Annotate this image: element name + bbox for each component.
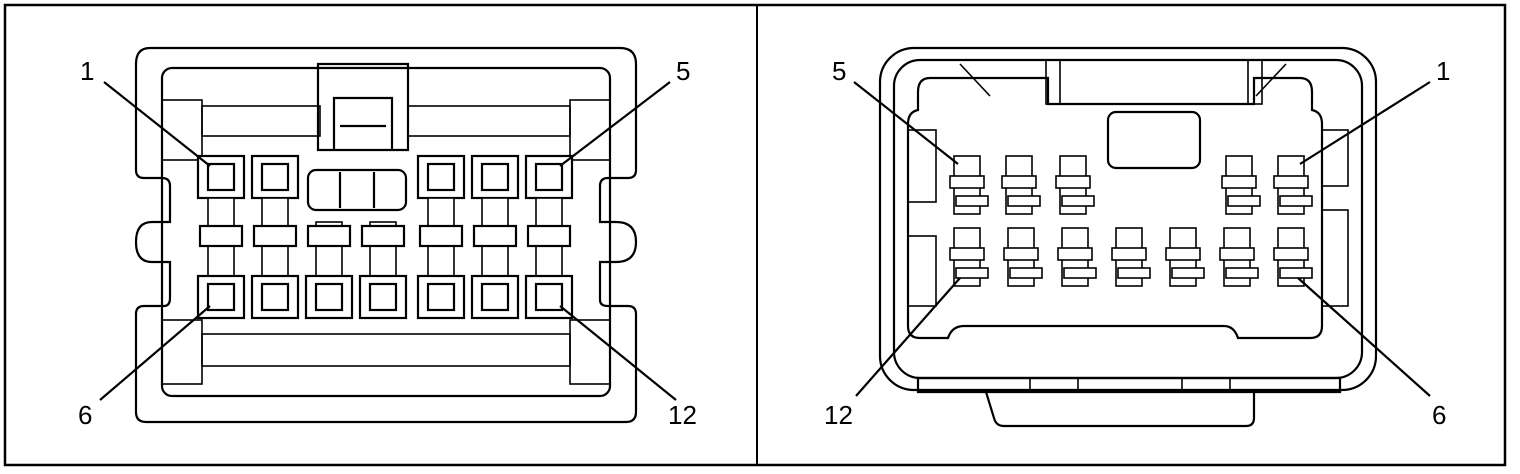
cavity-bottom [250,274,300,320]
rear-terminal-bottom [1219,227,1259,287]
rear-terminal-bottom [949,227,989,287]
pin-label-top-right: 5 [676,56,690,86]
cavity-bottom [358,274,408,320]
connector-face-view: 1 5 6 12 [78,46,697,430]
rear-terminal-top [1273,155,1313,215]
leader-line [559,305,677,401]
leader-line [99,305,211,401]
left-top-strip [201,105,321,137]
connector-rear-view: 5 1 12 6 [824,46,1450,430]
cavity-top [250,154,300,200]
pin-label-bottom-right: 6 [1432,400,1446,430]
leader-line [855,277,961,397]
cavity-top [416,154,466,200]
leader-line [559,81,671,167]
pin-label-bottom-right: 12 [668,400,697,430]
cavity-top [470,154,520,200]
leader-line [853,81,959,165]
leader-line [1299,81,1431,165]
left-top-latch [316,62,410,152]
rear-terminal-bottom [1003,227,1043,287]
right-side-notch [1321,129,1349,187]
cavity-bottom [304,274,354,320]
left-housing-outline [134,46,638,424]
right-side-notch [1321,209,1349,307]
cavity-bottom [470,274,520,320]
cavity-top [524,154,574,200]
leader-line [1297,277,1431,397]
cavity-bottom [416,274,466,320]
left-terminal-array [196,154,574,320]
left-top-strip [407,105,571,137]
pin-label-top-left: 1 [80,56,94,86]
right-side-notch [907,129,937,203]
left-center-key [306,168,408,212]
rear-terminal-bottom [1057,227,1097,287]
rear-terminal-bottom [1165,227,1205,287]
right-inner-cavity [906,76,1324,340]
pin-label-top-right: 1 [1436,56,1450,86]
left-inner-body [160,66,612,398]
left-side-rail [161,99,203,161]
right-center-key [1106,110,1202,170]
rear-terminal-top [1001,155,1041,215]
pin-label-top-left: 5 [832,56,846,86]
left-bottom-strip [201,333,571,367]
rear-terminal-bottom [1111,227,1151,287]
rear-terminal-top [1055,155,1095,215]
cavity-bottom [524,274,574,320]
right-bottom-tab [916,376,1342,428]
rear-terminal-bottom [1273,227,1313,287]
rear-terminal-top [1221,155,1261,215]
pin-label-bottom-left: 6 [78,400,92,430]
diagram-frame [3,3,1507,467]
rear-terminal-top [949,155,989,215]
leader-line [103,81,211,167]
right-side-notch [907,235,937,307]
right-housing-inner [892,58,1364,380]
cavity-top [196,154,246,200]
right-housing-outline [878,46,1378,392]
right-terminal-array [949,155,1313,287]
pin-label-bottom-left: 12 [824,400,853,430]
left-side-rail [569,99,611,161]
